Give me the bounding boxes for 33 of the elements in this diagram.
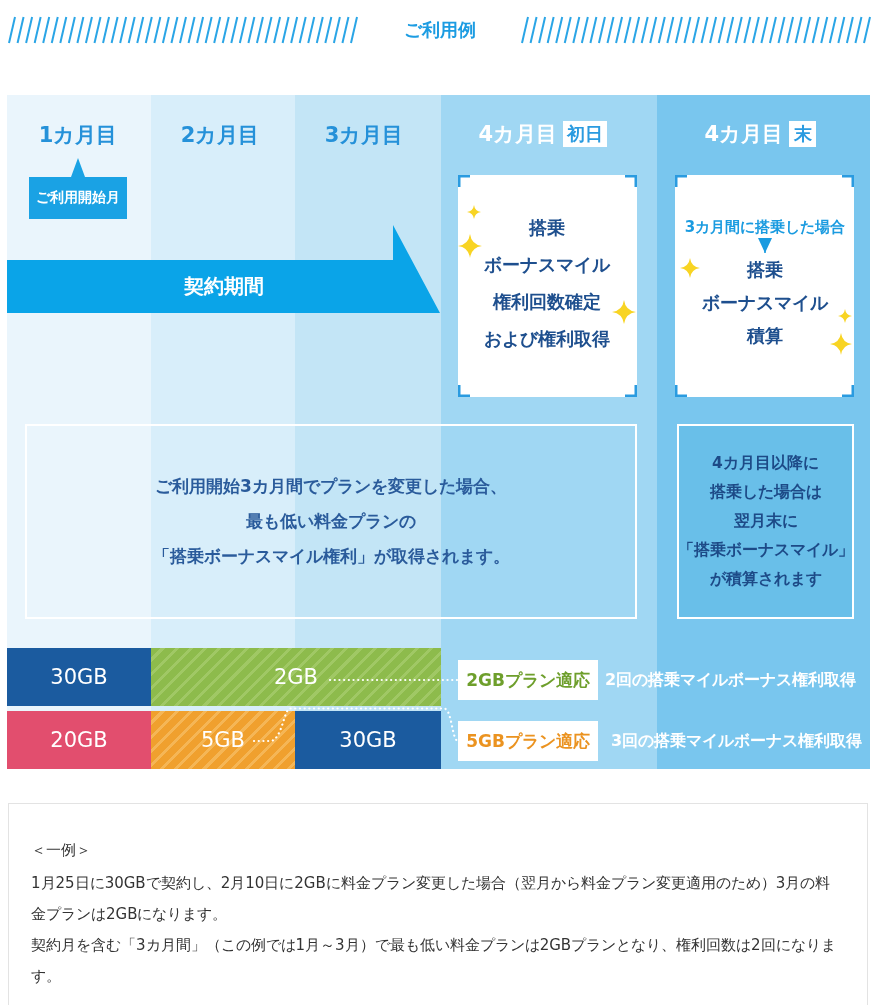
day-tag: 末 — [789, 121, 816, 147]
card-text: 搭乗ボーナスマイル積算 — [702, 253, 828, 352]
day-tag: 初日 — [563, 121, 607, 147]
column-heading: 3カ月目 — [324, 122, 404, 149]
column-heading: 4カ月目 — [704, 121, 783, 148]
info-card — [675, 175, 854, 397]
dotted-connector — [328, 678, 460, 682]
tag-note: 3回の搭乗マイルボーナス権利取得 — [611, 730, 863, 752]
title: ご利用例 — [404, 18, 476, 42]
dotted-connector — [252, 707, 460, 743]
plan-tag: 2GBプラン適応 — [458, 660, 598, 700]
column-heading: 4カ月目 — [478, 121, 557, 148]
plan-tag: 5GBプラン適応 — [458, 721, 598, 761]
column-heading: 2カ月目 — [180, 122, 260, 149]
tag-note: 2回の搭乗マイルボーナス権利取得 — [605, 669, 857, 691]
card-text: 搭乗ボーナスマイル権利回数確定および権利取得 — [484, 215, 610, 351]
plan-bar: 2GB — [151, 648, 441, 706]
info-box: 4カ月目以降に搭乗した場合は翌月末に「搭乗ボーナスマイル」が積算されます — [677, 424, 854, 619]
example-heading: ＜一例＞ — [31, 840, 91, 861]
info-card — [458, 175, 637, 397]
condition-text: 3カ月間に搭乗した場合 — [684, 216, 846, 238]
callout: ご利用開始月 — [29, 158, 127, 219]
column-heading: 1カ月目 — [38, 122, 118, 149]
plan-bar: 5GB — [151, 711, 295, 769]
plan-bar: 30GB — [7, 648, 151, 706]
example-paragraph: 1月25日に30GBで契約し、2月10日に2GBに料金プラン変更した場合（翌月から料金プラン変更適用のため）3月の料金プランは2GBになります。 — [31, 873, 831, 925]
example-box — [8, 803, 868, 1005]
arrow-band: 契約期間 — [7, 225, 440, 313]
plan-bar: 30GB — [295, 711, 441, 769]
plan-bar: 20GB — [7, 711, 151, 769]
example-paragraph: 契約月を含む「3カ月間」（この例では1月～3月）で最も低い料金プランは2GBプランとなり、権利回数は2回になります。 — [31, 935, 836, 987]
down-arrow — [758, 237, 772, 254]
info-box: ご利用開始3カ月間でプランを変更した場合、最も低い料金プランの「搭乗ボーナスマイル権利」が取得されます。 — [25, 424, 637, 619]
